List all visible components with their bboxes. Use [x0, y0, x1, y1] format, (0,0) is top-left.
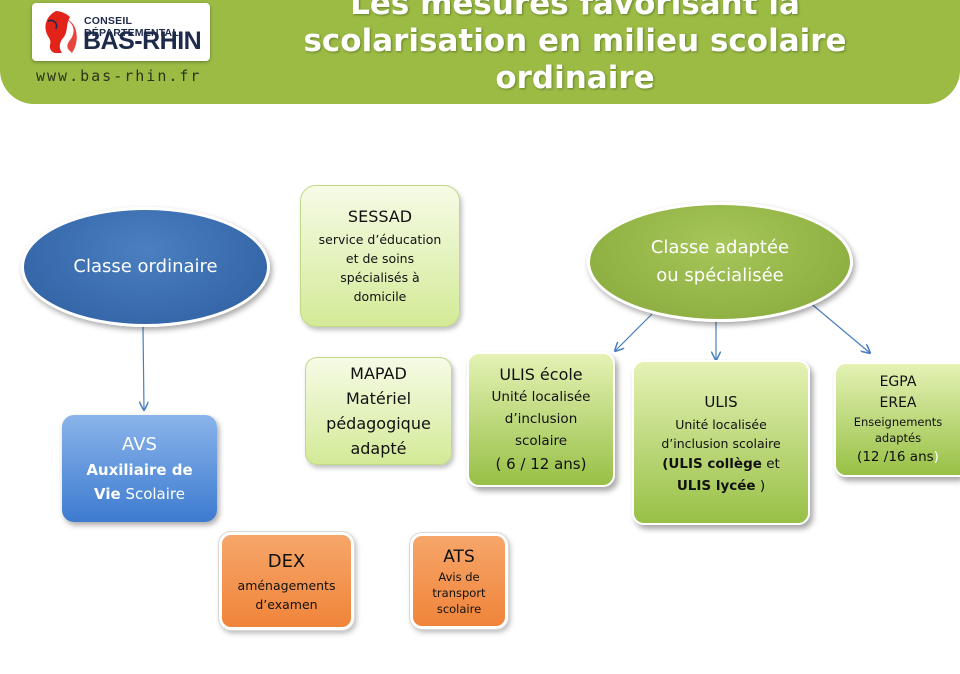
mapad-title: MAPAD [350, 364, 407, 383]
ulis-ecole-line-4: scolaire [514, 433, 568, 449]
avs-line-2: Vie Scolaire [94, 482, 185, 506]
mapad-line-3: pédagogique [326, 414, 431, 433]
sessad-box[interactable]: SESSAD service d’éducation et de soins s… [300, 185, 460, 327]
ulis-box[interactable]: ULIS Unité localisée d’inclusion scolair… [632, 360, 810, 525]
ats-box[interactable]: ATS Avis de transport scolaire [409, 532, 509, 630]
egpa-line-1: EGPA [879, 373, 917, 390]
classe-ordinaire-label: Classe ordinaire [73, 256, 218, 277]
dex-title: DEX [267, 551, 306, 572]
ats-desc-3: scolaire [436, 602, 482, 616]
ulis-desc-2: d’inclusion scolaire [661, 435, 781, 451]
ulis-lycee-rest: ) [755, 477, 766, 494]
ulis-ecole-title: ULIS école [499, 365, 583, 384]
ulis-ecole-box[interactable]: ULIS école Unité localisée d’inclusion s… [467, 352, 615, 487]
ats-desc-1: Avis de [438, 570, 480, 584]
sessad-desc-1: service d’éducation [318, 232, 442, 247]
dex-desc-1: aménagements [237, 578, 336, 593]
arrow-adaptee-to-ulis-ecole [615, 313, 653, 351]
title-line-3: ordinaire [495, 60, 655, 96]
sessad-desc-2: et de soins [345, 251, 415, 266]
classe-adaptee-line-2: ou spécialisée [656, 265, 784, 286]
ulis-college-rest: et [761, 455, 780, 472]
ulis-lycee-bold: ULIS lycée [676, 477, 756, 494]
ulis-lycee-line: ULIS lycée ) [677, 475, 765, 497]
classe-adaptee-node[interactable]: Classe adaptée ou spécialisée [587, 202, 853, 322]
mapad-box[interactable]: MAPAD Matériel pédagogique adapté [305, 357, 452, 465]
avs-line-2-bold: Vie [94, 484, 121, 503]
mapad-line-2: Matériel [345, 389, 412, 408]
logo-mark-icon [45, 11, 77, 53]
logo-text-top: CONSEIL DÉPARTEMENTAL [84, 15, 179, 39]
egpa-desc-1: Enseignements [853, 414, 943, 429]
classe-adaptee-line-1: Classe adaptée [650, 237, 790, 258]
ulis-college-bold: (ULIS collège [662, 455, 762, 472]
ats-title: ATS [443, 547, 475, 567]
ulis-college-line: (ULIS collège et [662, 453, 780, 475]
ulis-ecole-line-3: d’inclusion [504, 411, 578, 427]
avs-box[interactable]: AVS Auxiliaire de Vie Scolaire [62, 415, 217, 522]
egpa-line-2: EREA [879, 394, 917, 411]
avs-line-2-rest: Scolaire [120, 484, 185, 503]
ats-desc-2: transport [432, 586, 486, 600]
classe-ordinaire-node[interactable]: Classe ordinaire [21, 207, 270, 327]
logo[interactable]: CONSEIL DÉPARTEMENTAL BAS-RHIN [32, 3, 210, 61]
sessad-desc-4: domicile [353, 289, 407, 304]
title-line-1: Les mesures favorisant la [350, 0, 800, 22]
website-url[interactable]: www.bas-rhin.fr [36, 67, 202, 85]
ulis-desc-1: Unité localisée [675, 416, 767, 432]
egpa-desc-2: adaptés [874, 430, 922, 445]
mapad-line-4: adapté [350, 439, 407, 458]
dex-box[interactable]: DEX aménagements d’examen [218, 531, 355, 631]
ulis-ecole-line-2: Unité localisée [491, 389, 591, 405]
ulis-ecole-age: ( 6 / 12 ans) [495, 455, 587, 473]
sessad-desc-3: spécialisés à [340, 270, 420, 285]
page-title: Les mesures favorisant la scolarisation … [270, 0, 880, 97]
ulis-title: ULIS [704, 392, 738, 411]
avs-line-1: Auxiliaire de [86, 460, 193, 479]
arrow-ordinaire-to-avs [143, 326, 144, 410]
egpa-age-text: (12 /16 ans [857, 448, 934, 465]
egpa-age: (12 /16 ans) [857, 446, 939, 468]
dex-desc-2: d’examen [255, 597, 318, 612]
egpa-age-close: ) [933, 448, 939, 465]
avs-title: AVS [122, 433, 157, 455]
title-line-2: scolarisation en milieu scolaire [303, 23, 847, 59]
sessad-title: SESSAD [347, 207, 413, 226]
arrow-adaptee-to-egpa [807, 300, 870, 353]
egpa-box[interactable]: EGPA EREA Enseignements adaptés (12 /16 … [834, 362, 960, 477]
logo-text-main: BAS-RHIN [83, 27, 202, 55]
